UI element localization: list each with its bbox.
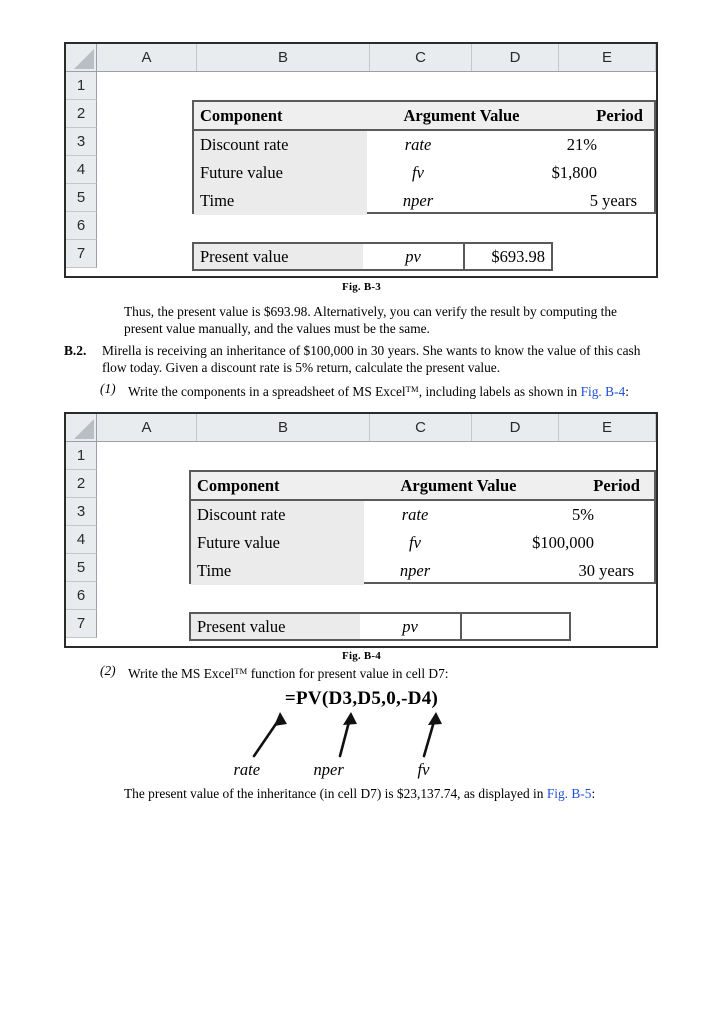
sub-item-1-text-post: , including labels as shown in bbox=[418, 384, 581, 399]
sub-item-1-tail: : bbox=[625, 384, 629, 399]
figure-caption-b-3: Fig. B-3 bbox=[342, 281, 381, 293]
row-header-1[interactable]: 1 bbox=[66, 72, 97, 100]
figure-link-b-5[interactable]: Fig. B-5 bbox=[546, 786, 592, 801]
row-header-6[interactable]: 6 bbox=[66, 212, 97, 240]
row-cells-3[interactable] bbox=[97, 128, 656, 156]
row-cells-6[interactable] bbox=[97, 582, 656, 610]
sheet-row-4: 4 bbox=[66, 526, 656, 554]
select-all-corner[interactable] bbox=[66, 414, 97, 441]
item-b2-text: Mirella is receiving an inheritance of $… bbox=[102, 343, 641, 375]
item-b2-label: B.2. bbox=[64, 343, 87, 358]
row-header-1[interactable]: 1 bbox=[66, 442, 97, 470]
row-header-7[interactable]: 7 bbox=[66, 240, 97, 268]
spreadsheet-grid: A B C D E 1 2 3 4 5 bbox=[66, 44, 656, 271]
column-header-d[interactable]: D bbox=[472, 414, 559, 441]
sub-item-1-text-pre: Write the components in a spreadsheet of… bbox=[128, 384, 406, 399]
row-header-3[interactable]: 3 bbox=[66, 128, 97, 156]
spreadsheet-rows: 1 2 3 4 5 6 7 bbox=[66, 72, 656, 268]
sub-item-2-label: (2) bbox=[100, 663, 116, 678]
sub-item-2-text-pre: Write the MS Excel bbox=[128, 666, 235, 681]
sheet-row-5: 5 bbox=[66, 184, 656, 212]
formula-label-rate: rate bbox=[233, 760, 261, 779]
column-header-b[interactable]: B bbox=[197, 414, 370, 441]
row-header-2[interactable]: 2 bbox=[66, 470, 97, 498]
sheet-row-2: 2 bbox=[66, 470, 656, 498]
trademark-symbol: TM bbox=[405, 384, 419, 394]
formula-arrows bbox=[252, 712, 442, 758]
figure-link-b-4[interactable]: Fig. B-4 bbox=[580, 384, 626, 399]
sheet-row-1: 1 bbox=[66, 442, 656, 470]
row-cells-2[interactable] bbox=[97, 100, 656, 128]
sub-item-2-text: Write the MS ExcelTM function for presen… bbox=[128, 663, 660, 683]
paragraph-final-pre: The present value of the inheritance (in… bbox=[124, 786, 547, 801]
arrow-head-rate bbox=[273, 712, 287, 726]
spreadsheet-fig-b-4: A B C D E 1 2 3 4 5 bbox=[64, 412, 658, 648]
column-header-row: A B C D E bbox=[66, 414, 656, 442]
sub-item-1-text: Write the components in a spreadsheet of… bbox=[128, 381, 660, 401]
arrow-head-nper bbox=[342, 712, 357, 725]
select-all-triangle-icon bbox=[74, 419, 94, 439]
row-header-4[interactable]: 4 bbox=[66, 156, 97, 184]
paragraph-final-post: : bbox=[591, 786, 596, 801]
sheet-row-5: 5 bbox=[66, 554, 656, 582]
column-header-c[interactable]: C bbox=[370, 44, 472, 71]
row-header-6[interactable]: 6 bbox=[66, 582, 97, 610]
formula-expression: =PV(D3,D5,0,-D4) bbox=[284, 688, 439, 709]
row-header-2[interactable]: 2 bbox=[66, 100, 97, 128]
row-cells-3[interactable] bbox=[97, 498, 656, 526]
row-cells-1[interactable] bbox=[97, 442, 656, 470]
sub-item-1: (1) Write the components in a spreadshee… bbox=[100, 381, 660, 401]
paragraph-final: The present value of the inheritance (in… bbox=[124, 786, 644, 803]
row-cells-1[interactable] bbox=[97, 72, 656, 100]
sheet-row-6: 6 bbox=[66, 212, 656, 240]
sheet-row-3: 3 bbox=[66, 498, 656, 526]
sub-item-2: (2) Write the MS ExcelTM function for pr… bbox=[100, 663, 660, 683]
formula-argument-labels: rate nper fv bbox=[232, 760, 492, 782]
row-header-4[interactable]: 4 bbox=[66, 526, 97, 554]
column-header-a[interactable]: A bbox=[97, 44, 197, 71]
trademark-symbol: TM bbox=[234, 666, 248, 676]
sheet-row-2: 2 bbox=[66, 100, 656, 128]
column-header-row: A B C D E bbox=[66, 44, 656, 72]
row-header-5[interactable]: 5 bbox=[66, 554, 97, 582]
sheet-row-7: 7 bbox=[66, 610, 656, 638]
column-header-e[interactable]: E bbox=[559, 44, 656, 71]
column-header-b[interactable]: B bbox=[197, 44, 370, 71]
paragraph-after-fig-b3: Thus, the present value is $693.98. Alte… bbox=[124, 304, 617, 336]
formula-annotation-block: =PV(D3,D5,0,-D4) rate nper fv bbox=[0, 688, 723, 782]
sub-item-2-text-post: function for present value in cell D7: bbox=[247, 666, 449, 681]
spreadsheet-rows: 1 2 3 4 5 6 7 bbox=[66, 442, 656, 638]
sheet-row-3: 3 bbox=[66, 128, 656, 156]
row-cells-2[interactable] bbox=[97, 470, 656, 498]
sheet-row-7: 7 bbox=[66, 240, 656, 268]
row-cells-5[interactable] bbox=[97, 554, 656, 582]
row-cells-7[interactable] bbox=[97, 240, 656, 268]
formula-label-fv: fv bbox=[417, 760, 430, 779]
column-header-c[interactable]: C bbox=[370, 414, 472, 441]
sheet-row-4: 4 bbox=[66, 156, 656, 184]
row-cells-4[interactable] bbox=[97, 156, 656, 184]
select-all-corner[interactable] bbox=[66, 44, 97, 71]
column-header-e[interactable]: E bbox=[559, 414, 656, 441]
row-header-3[interactable]: 3 bbox=[66, 498, 97, 526]
arrow-head-fv bbox=[427, 712, 442, 725]
column-header-a[interactable]: A bbox=[97, 414, 197, 441]
sheet-row-6: 6 bbox=[66, 582, 656, 610]
spreadsheet-fig-b-3: A B C D E 1 2 3 4 5 bbox=[64, 42, 658, 278]
row-header-5[interactable]: 5 bbox=[66, 184, 97, 212]
select-all-triangle-icon bbox=[74, 49, 94, 69]
formula-label-nper: nper bbox=[313, 760, 344, 779]
figure-caption-b-4: Fig. B-4 bbox=[342, 650, 381, 662]
column-header-d[interactable]: D bbox=[472, 44, 559, 71]
sub-item-1-label: (1) bbox=[100, 381, 116, 396]
row-cells-5[interactable] bbox=[97, 184, 656, 212]
row-cells-4[interactable] bbox=[97, 526, 656, 554]
sheet-row-1: 1 bbox=[66, 72, 656, 100]
row-header-7[interactable]: 7 bbox=[66, 610, 97, 638]
row-cells-6[interactable] bbox=[97, 212, 656, 240]
row-cells-7[interactable] bbox=[97, 610, 656, 638]
item-b2: B.2. Mirella is receiving an inheritance… bbox=[64, 343, 654, 376]
spreadsheet-grid: A B C D E 1 2 3 4 5 bbox=[66, 414, 656, 641]
